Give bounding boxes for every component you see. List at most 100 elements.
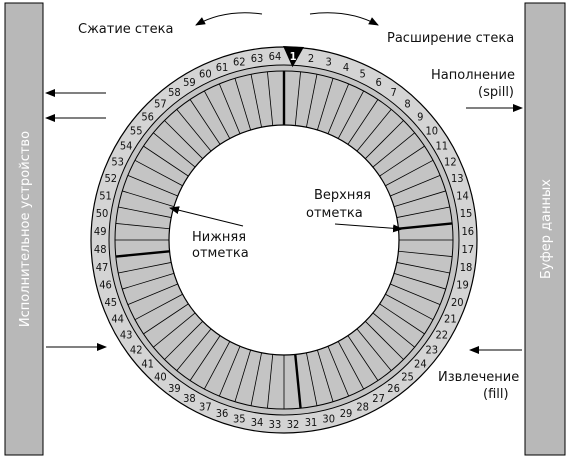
slot-divider xyxy=(218,83,241,134)
slot-number: 28 xyxy=(356,400,369,413)
slot-number: 61 xyxy=(216,61,229,74)
high-mark-label-line2: отметка xyxy=(306,206,363,221)
slot-divider xyxy=(390,174,441,197)
slot-number: 11 xyxy=(436,139,449,152)
slot-number: 3 xyxy=(326,56,332,69)
slot-divider xyxy=(316,349,334,402)
slot-number: 33 xyxy=(269,418,282,431)
slot-divider xyxy=(396,206,450,218)
slot-number: 10 xyxy=(425,124,438,137)
slot-number: 15 xyxy=(460,207,473,220)
slot-divider xyxy=(118,262,172,274)
slot-divider xyxy=(385,159,434,187)
slot-number: 13 xyxy=(451,172,464,185)
slot-number: 62 xyxy=(233,56,246,69)
slot-divider xyxy=(306,352,318,406)
slot-divider xyxy=(127,283,178,306)
slot-divider xyxy=(365,321,404,360)
slot-number: 43 xyxy=(120,329,133,342)
slot-divider xyxy=(134,159,183,187)
slot-number: 60 xyxy=(199,68,212,81)
slot-divider xyxy=(385,293,434,321)
slot-number: 23 xyxy=(425,344,438,357)
slot-number: 7 xyxy=(390,86,396,99)
slot-number: 5 xyxy=(360,68,366,81)
slot-divider xyxy=(379,303,425,335)
slot-divider xyxy=(327,346,350,397)
slot-divider xyxy=(356,328,392,371)
water-mark-divider xyxy=(294,354,302,409)
slot-divider xyxy=(396,262,450,274)
slot-number: 1 xyxy=(290,50,297,63)
slot-number: 29 xyxy=(340,407,353,420)
slot-divider xyxy=(127,174,178,197)
slot-number: 38 xyxy=(183,392,196,405)
slot-number: 50 xyxy=(96,207,109,220)
low-mark-arrow xyxy=(169,206,244,227)
slot-number: 14 xyxy=(456,189,469,202)
execution-unit-label: Исполнительное устройство xyxy=(18,131,33,327)
slot-divider xyxy=(250,352,262,406)
high-mark-label-line1: Верхняя xyxy=(314,188,371,203)
slot-number: 16 xyxy=(461,225,474,238)
slot-divider xyxy=(164,321,203,360)
slot-divider xyxy=(393,272,446,290)
slot-number: 18 xyxy=(460,261,473,274)
slot-number: 52 xyxy=(104,172,117,185)
slot-divider xyxy=(390,283,441,306)
low-mark-label-line1: Нижняя xyxy=(192,230,246,245)
slot-number: 55 xyxy=(130,124,143,137)
slot-number: 42 xyxy=(130,344,143,357)
slot-number: 63 xyxy=(251,52,264,65)
slot-divider xyxy=(153,312,196,348)
execution-unit-panel: Исполнительное устройство xyxy=(4,2,44,456)
slot-divider xyxy=(115,223,170,230)
slot-number: 58 xyxy=(168,86,181,99)
slot-divider xyxy=(379,145,425,177)
slot-number: 37 xyxy=(199,400,212,413)
slot-divider xyxy=(327,83,350,134)
slot-number: 17 xyxy=(461,243,474,256)
compress-arrow xyxy=(195,12,263,26)
slot-divider xyxy=(372,132,415,168)
slot-divider xyxy=(267,71,274,126)
slot-divider xyxy=(203,90,231,139)
slot-number: 20 xyxy=(451,296,464,309)
data-buffer-panel: Буфер данных xyxy=(524,2,566,456)
slot-number: 9 xyxy=(417,110,423,123)
slot-divider xyxy=(250,74,262,128)
slot-number: 54 xyxy=(120,139,133,152)
fill-label-line1: Извлечение xyxy=(438,370,519,385)
slot-number: 26 xyxy=(387,382,400,395)
slot-number: 31 xyxy=(305,416,318,429)
slot-number: 36 xyxy=(216,407,229,420)
slot-number: 46 xyxy=(99,279,112,292)
slot-number: 59 xyxy=(183,76,196,89)
slot-divider xyxy=(306,74,318,128)
slot-divider xyxy=(294,71,301,126)
slot-divider xyxy=(176,109,212,152)
slot-number: 4 xyxy=(343,61,349,74)
slot-number: 40 xyxy=(154,370,167,383)
slot-number: 45 xyxy=(104,296,117,309)
slot-divider xyxy=(176,328,212,371)
compress-label: Сжатие стека xyxy=(78,22,173,37)
slot-number: 22 xyxy=(436,329,449,342)
slot-divider xyxy=(218,346,241,397)
low-mark-label-line2: отметка xyxy=(192,246,249,261)
slot-divider xyxy=(189,335,221,381)
slot-number: 39 xyxy=(168,382,181,395)
slot-number: 2 xyxy=(308,52,314,65)
slot-number: 41 xyxy=(141,358,154,371)
slot-number: 47 xyxy=(96,261,109,274)
slot-divider xyxy=(234,349,252,402)
slot-number: 25 xyxy=(401,370,414,383)
slot-number: 64 xyxy=(269,50,282,63)
slot-number: 19 xyxy=(456,279,469,292)
slot-number: 57 xyxy=(154,98,167,111)
slot-number: 34 xyxy=(251,416,264,429)
slot-number: 44 xyxy=(111,313,124,326)
slot-divider xyxy=(118,206,172,218)
water-mark-divider xyxy=(398,222,453,230)
